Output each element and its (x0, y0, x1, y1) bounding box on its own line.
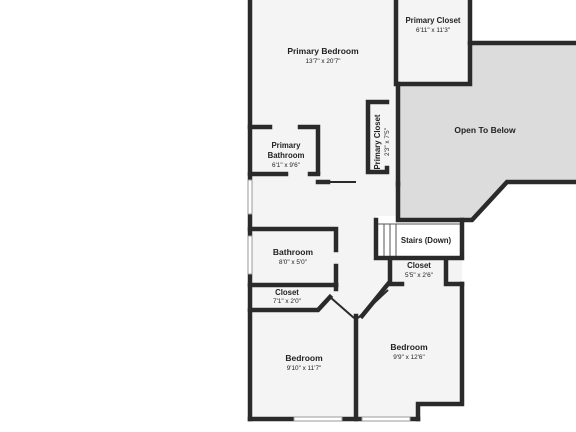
wall-bathroom (247, 226, 339, 253)
stair-treads (378, 223, 460, 256)
floor-fills (250, 0, 576, 418)
wall-primary-closet (393, 0, 576, 87)
room-dims-bedroom-right: 9'9" x 12'6" (393, 354, 425, 361)
room-name-bedroom-left: Bedroom (285, 353, 323, 363)
wall-right-closet-right (443, 257, 465, 287)
room-dims-primary-bedroom: 13'7" x 20'7" (305, 58, 340, 65)
room-name-side-closet: Primary Closet (373, 114, 382, 169)
room-name-closet-right: Closet (407, 261, 431, 270)
room-dims-bathroom: 8'0" x 5'0" (279, 259, 307, 266)
floor-area (250, 0, 470, 418)
window-bedroom-left (293, 416, 343, 422)
room-dims-primary-bathroom: 6'1" x 9'6" (272, 162, 300, 169)
wall-open-to-below (395, 179, 576, 223)
open-to-below-area (398, 43, 576, 220)
openings (328, 181, 389, 319)
windows (247, 179, 411, 422)
room-name-primary-closet: Primary Closet (405, 16, 460, 25)
wall-primary-bathroom-top (297, 124, 321, 175)
room-dims-side-closet: 2'3" x 7'5" (384, 128, 391, 156)
room-name-primary-bedroom: Primary Bedroom (287, 46, 359, 56)
room-dims-bedroom-left: 9'10" x 11'7" (287, 365, 322, 372)
wall-stairs (373, 217, 465, 261)
room-name-primary-bathroom-line2: Bathroom (268, 151, 305, 160)
door-swing-left (329, 296, 355, 319)
wall-left-closet (247, 293, 334, 313)
room-name-closet-left: Closet (275, 288, 299, 297)
room-dims-closet-left: 7'1" x 2'0" (273, 298, 301, 305)
wall-side-closet-inner (365, 99, 390, 175)
room-dims-closet-right: 5'5" x 2'6" (405, 272, 433, 279)
room-dims-primary-closet: 6'11" x 11'3" (416, 27, 450, 34)
walls (247, 0, 576, 422)
wall-bottom-right (415, 281, 465, 422)
window-bedroom-right (361, 416, 411, 422)
room-name-open-to-below: Open To Below (454, 125, 516, 135)
room-name-primary-bathroom-line1: Primary (271, 141, 301, 150)
room-name-bathroom: Bathroom (273, 247, 314, 257)
window-bathroom (247, 235, 253, 275)
window-primary-bath (247, 179, 253, 215)
room-name-bedroom-right: Bedroom (390, 342, 428, 352)
door-swing-right (357, 289, 389, 319)
room-name-stairs: Stairs (Down) (401, 236, 452, 245)
room-labels: Primary Bedroom 13'7" x 20'7" Primary Cl… (268, 16, 516, 372)
